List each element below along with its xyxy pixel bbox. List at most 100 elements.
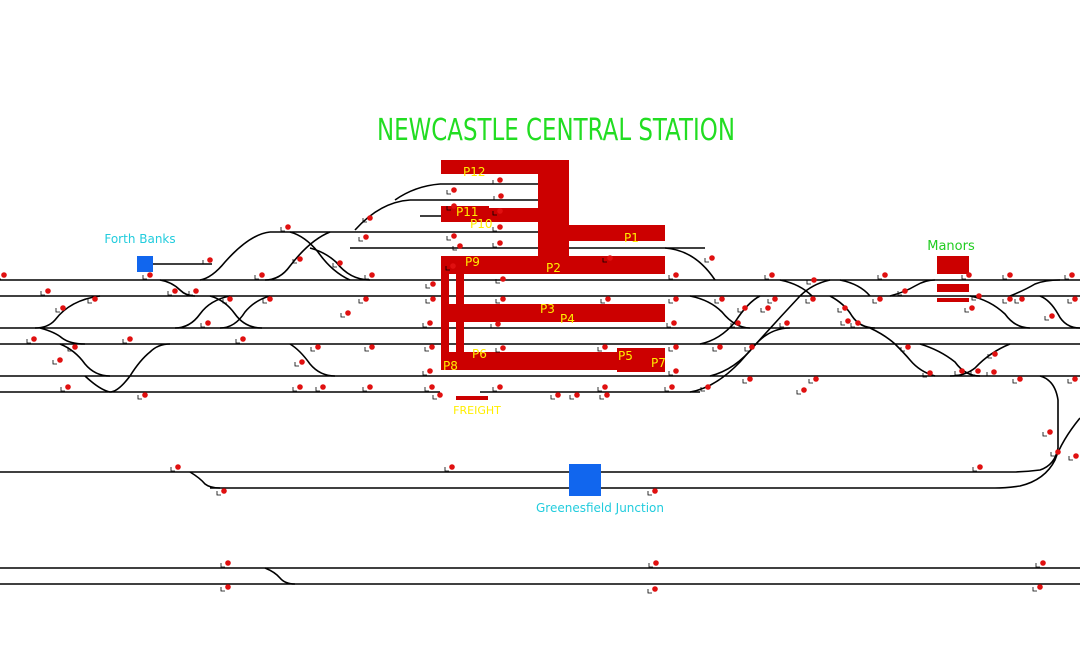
signal-light [225, 560, 231, 566]
signal-light [285, 224, 291, 230]
signal-light [709, 255, 715, 261]
signal-post [648, 563, 653, 568]
signal-light [769, 272, 775, 278]
signal-post [808, 379, 813, 384]
signal-light [1047, 429, 1053, 435]
signal-post [1014, 299, 1019, 304]
signal-light [845, 318, 851, 324]
signal-light [992, 351, 998, 357]
platform-label: P2 [546, 261, 561, 275]
signal-light [240, 336, 246, 342]
signal-light [810, 296, 816, 302]
signal-post [961, 275, 966, 280]
signal-post [492, 227, 497, 232]
signal-light [65, 384, 71, 390]
signal-post [737, 308, 742, 313]
signal-light [427, 368, 433, 374]
signal-light [500, 276, 506, 282]
signal-light [927, 370, 933, 376]
signal-light [427, 320, 433, 326]
signal-post [954, 371, 959, 376]
signal-light [451, 187, 457, 193]
signal-post [964, 308, 969, 313]
signal-post [647, 491, 652, 496]
signal-post [744, 347, 749, 352]
signal-post [492, 180, 497, 185]
signal-light [747, 376, 753, 382]
signal-post [292, 387, 297, 392]
signal-light [267, 296, 273, 302]
freight-label: FREIGHT [453, 404, 501, 417]
signal-post [446, 190, 451, 195]
signal-post [222, 299, 227, 304]
signal-light [765, 305, 771, 311]
signal-post [444, 467, 449, 472]
signal-light [450, 263, 456, 269]
signal-light [605, 296, 611, 302]
signal-post [597, 387, 602, 392]
signal-post [332, 263, 337, 268]
signal-post [600, 299, 605, 304]
signal-post [362, 218, 367, 223]
signal-light [1069, 272, 1075, 278]
signal-post [1012, 379, 1017, 384]
signal-post [425, 299, 430, 304]
signal-post [188, 291, 193, 296]
signal-post [764, 275, 769, 280]
signal-light [227, 296, 233, 302]
signal-light [207, 257, 213, 263]
signal-post [40, 291, 45, 296]
signal-light [1037, 584, 1043, 590]
signal-post [142, 275, 147, 280]
signal-post [897, 291, 902, 296]
signal-light [497, 240, 503, 246]
signal-post [760, 308, 765, 313]
signal-light [225, 584, 231, 590]
signal-light [205, 320, 211, 326]
signal-post [972, 467, 977, 472]
signal-post [877, 275, 882, 280]
signal-light [977, 464, 983, 470]
signal-light [363, 296, 369, 302]
main-tracks [0, 279, 1080, 585]
signal-light [127, 336, 133, 342]
signal-post [262, 299, 267, 304]
signal-post [492, 211, 497, 216]
signal-post [850, 323, 855, 328]
platform-label: P1 [624, 231, 639, 245]
signal-light [574, 392, 580, 398]
signal-post [52, 360, 57, 365]
signal-post [700, 387, 705, 392]
signal-post [424, 347, 429, 352]
signal-light [495, 321, 501, 327]
signal-light [801, 387, 807, 393]
signal-light [1, 272, 7, 278]
signal-post [220, 563, 225, 568]
signal-post [87, 299, 92, 304]
signal-light [877, 296, 883, 302]
signal-light [719, 296, 725, 302]
signal-light [437, 392, 443, 398]
signal-post [922, 373, 927, 378]
signal-post [1068, 456, 1073, 461]
signal-post [122, 339, 127, 344]
signal-light [57, 357, 63, 363]
signal-light [369, 272, 375, 278]
signal-light [991, 369, 997, 375]
platform-label: P7 [651, 356, 666, 370]
platform-label: P5 [618, 349, 633, 363]
signal-post [492, 387, 497, 392]
signal-light [429, 384, 435, 390]
signal-light [259, 272, 265, 278]
signal-light [959, 368, 965, 374]
signal-light [652, 488, 658, 494]
signal-post [495, 348, 500, 353]
signal-post [779, 323, 784, 328]
signal-light [673, 368, 679, 374]
signal-post [67, 347, 72, 352]
signal-post [664, 387, 669, 392]
signal-post [490, 324, 495, 329]
signal-light [299, 359, 305, 365]
signal-post [805, 299, 810, 304]
signal-light [172, 288, 178, 294]
